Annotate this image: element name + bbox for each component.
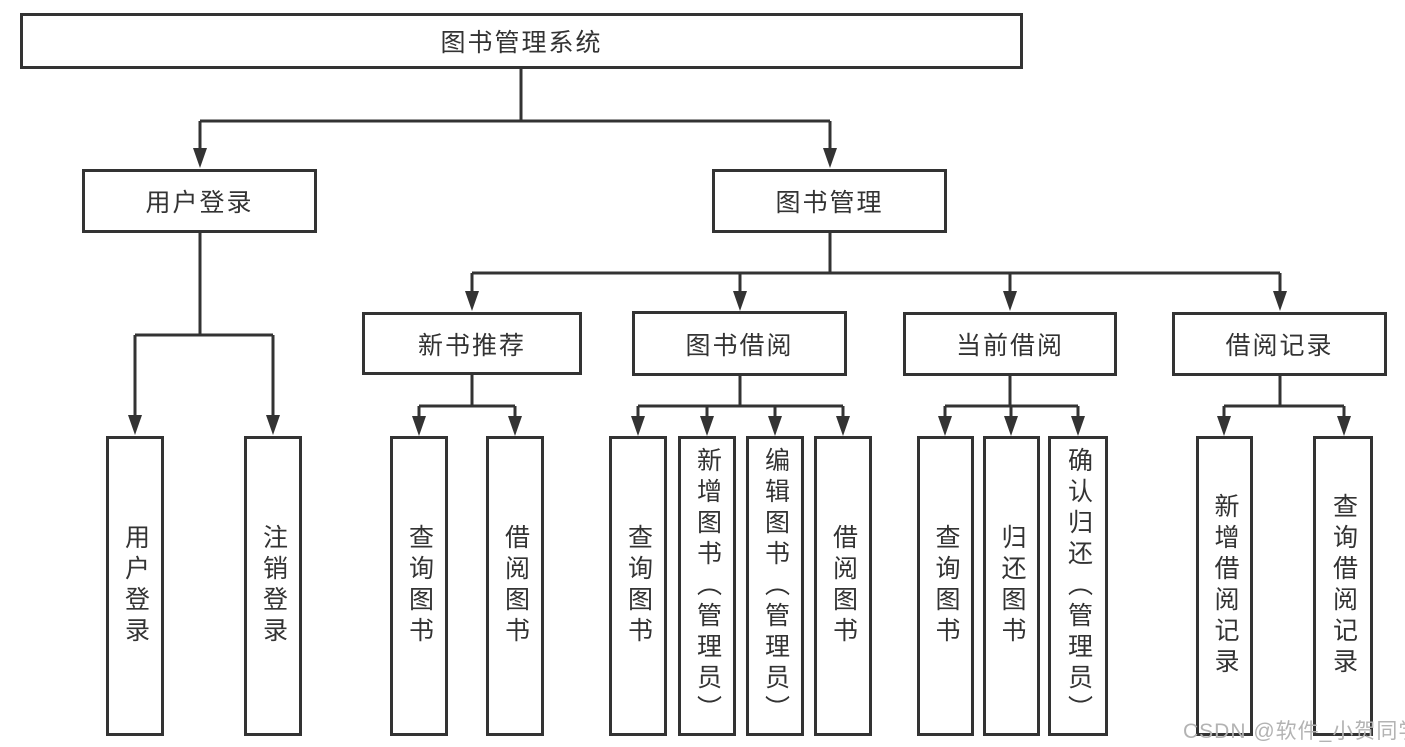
arrowhead-icon bbox=[733, 291, 747, 311]
arrowhead-icon bbox=[412, 416, 426, 436]
connector-root bbox=[198, 69, 832, 152]
connector-book-management bbox=[470, 233, 1282, 295]
arrowhead-icon bbox=[1273, 291, 1287, 311]
connector-new-book-recommend bbox=[417, 375, 517, 420]
node-return-book: 归还图书 bbox=[983, 436, 1040, 736]
connector-user-login bbox=[133, 233, 275, 419]
node-current-borrow: 当前借阅 bbox=[903, 312, 1117, 376]
node-new-book-recommend: 新书推荐 bbox=[362, 312, 582, 375]
arrowhead-icon bbox=[631, 416, 645, 436]
node-edit-book-admin: 编辑图书（管理员） bbox=[746, 436, 804, 736]
node-user-login: 用户登录 bbox=[82, 169, 317, 233]
node-confirm-return-admin: 确认归还（管理员） bbox=[1048, 436, 1108, 736]
arrowhead-icon bbox=[508, 416, 522, 436]
arrowhead-icon bbox=[1071, 416, 1085, 436]
arrowhead-icon bbox=[1003, 291, 1017, 311]
arrowhead-icon bbox=[1217, 416, 1231, 436]
arrowheads bbox=[128, 148, 1351, 436]
arrowhead-icon bbox=[700, 416, 714, 436]
node-query-book-borrow: 查询图书 bbox=[609, 436, 667, 736]
node-book-management: 图书管理 bbox=[712, 169, 947, 233]
arrowhead-icon bbox=[938, 416, 952, 436]
connector-paths bbox=[133, 69, 1346, 420]
node-user-login-action: 用户登录 bbox=[106, 436, 164, 736]
node-book-borrow: 图书借阅 bbox=[632, 311, 847, 376]
arrowhead-icon bbox=[1004, 416, 1018, 436]
arrowhead-icon bbox=[768, 416, 782, 436]
arrowhead-icon bbox=[1337, 416, 1351, 436]
arrowhead-icon bbox=[465, 291, 479, 311]
arrowhead-icon bbox=[823, 148, 837, 168]
node-add-borrow-record: 新增借阅记录 bbox=[1196, 436, 1253, 736]
node-borrow-book-action: 借阅图书 bbox=[814, 436, 872, 736]
node-root: 图书管理系统 bbox=[20, 13, 1023, 69]
connector-book-borrow bbox=[636, 376, 845, 420]
node-query-book-recommend: 查询图书 bbox=[390, 436, 448, 736]
connector-borrow-record bbox=[1222, 376, 1346, 420]
arrowhead-icon bbox=[266, 415, 280, 435]
arrowhead-icon bbox=[836, 416, 850, 436]
node-borrow-record: 借阅记录 bbox=[1172, 312, 1387, 376]
node-logout-action: 注销登录 bbox=[244, 436, 302, 736]
arrowhead-icon bbox=[128, 415, 142, 435]
node-add-book-admin: 新增图书（管理员） bbox=[678, 436, 736, 736]
watermark: CSDN @软件_小贺同学 bbox=[1183, 720, 1405, 743]
node-query-borrow-record: 查询借阅记录 bbox=[1313, 436, 1373, 736]
node-borrow-book-recommend: 借阅图书 bbox=[486, 436, 544, 736]
arrowhead-icon bbox=[193, 148, 207, 168]
connector-current-borrow bbox=[943, 376, 1080, 420]
node-query-book-current: 查询图书 bbox=[917, 436, 974, 736]
